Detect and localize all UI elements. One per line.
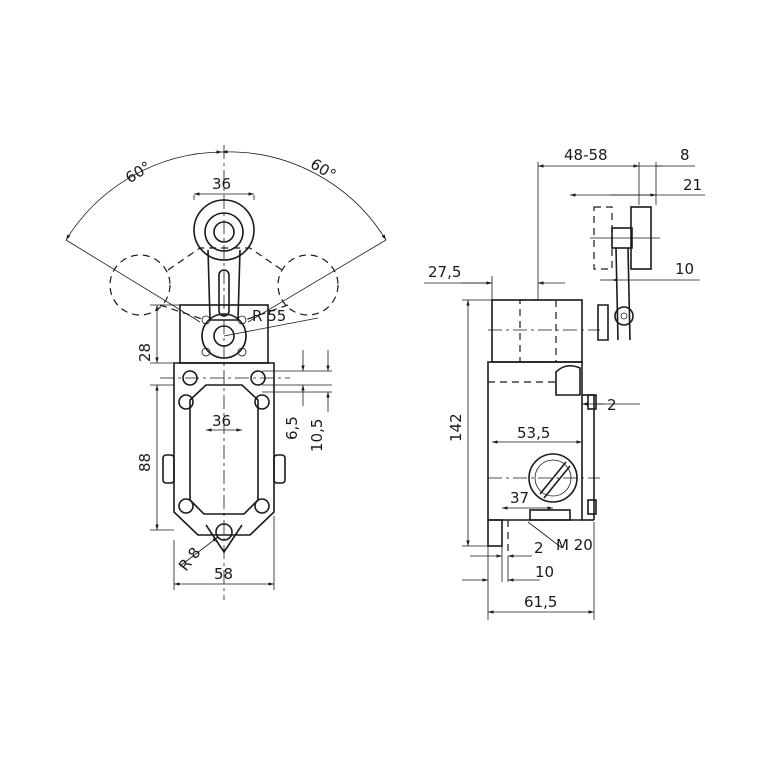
dim-21-label: 21 [683, 176, 702, 194]
dim-10-5-label: 10,5 [308, 419, 326, 452]
lever-arm [207, 249, 241, 321]
dim-61-5-label: 61,5 [524, 593, 557, 611]
radius-arm-label: R 55 [252, 307, 286, 325]
dim-37-label: 37 [510, 489, 529, 507]
side-rollers [590, 206, 660, 341]
dim-10-bottom-label: 10 [535, 563, 554, 581]
angle-left-label: 60° [122, 158, 154, 187]
angle-right-label: 60° [307, 155, 339, 184]
dim-8-label: 8 [680, 146, 690, 164]
dim-2-right-label: 2 [607, 396, 617, 414]
front-body [160, 362, 290, 554]
swung-rollers [109, 247, 339, 321]
dim-142-label: 142 [447, 413, 465, 442]
thread-label: M 20 [556, 536, 593, 554]
dim-28-label: 28 [136, 343, 154, 362]
dim-27-5-label: 27,5 [428, 263, 461, 281]
dim-10-top-label: 10 [675, 260, 694, 278]
dim-6-5-label: 6,5 [283, 416, 301, 440]
side-body [487, 299, 600, 556]
dim-36-inner-label: 36 [212, 412, 231, 430]
front-view: 60° 60° 36 [65, 145, 387, 600]
roller [193, 199, 255, 261]
dim-2-bottom-label: 2 [534, 539, 544, 557]
dim-48-58-label: 48-58 [564, 146, 608, 164]
radius-8-label: R 8 [175, 544, 204, 575]
roller-width-label: 36 [212, 175, 231, 193]
base-width-label: 58 [214, 565, 233, 583]
side-view: 48-58 8 21 27,5 10 [424, 146, 705, 620]
dim-88-label: 88 [136, 453, 154, 472]
dim-53-5-label: 53,5 [517, 424, 550, 442]
